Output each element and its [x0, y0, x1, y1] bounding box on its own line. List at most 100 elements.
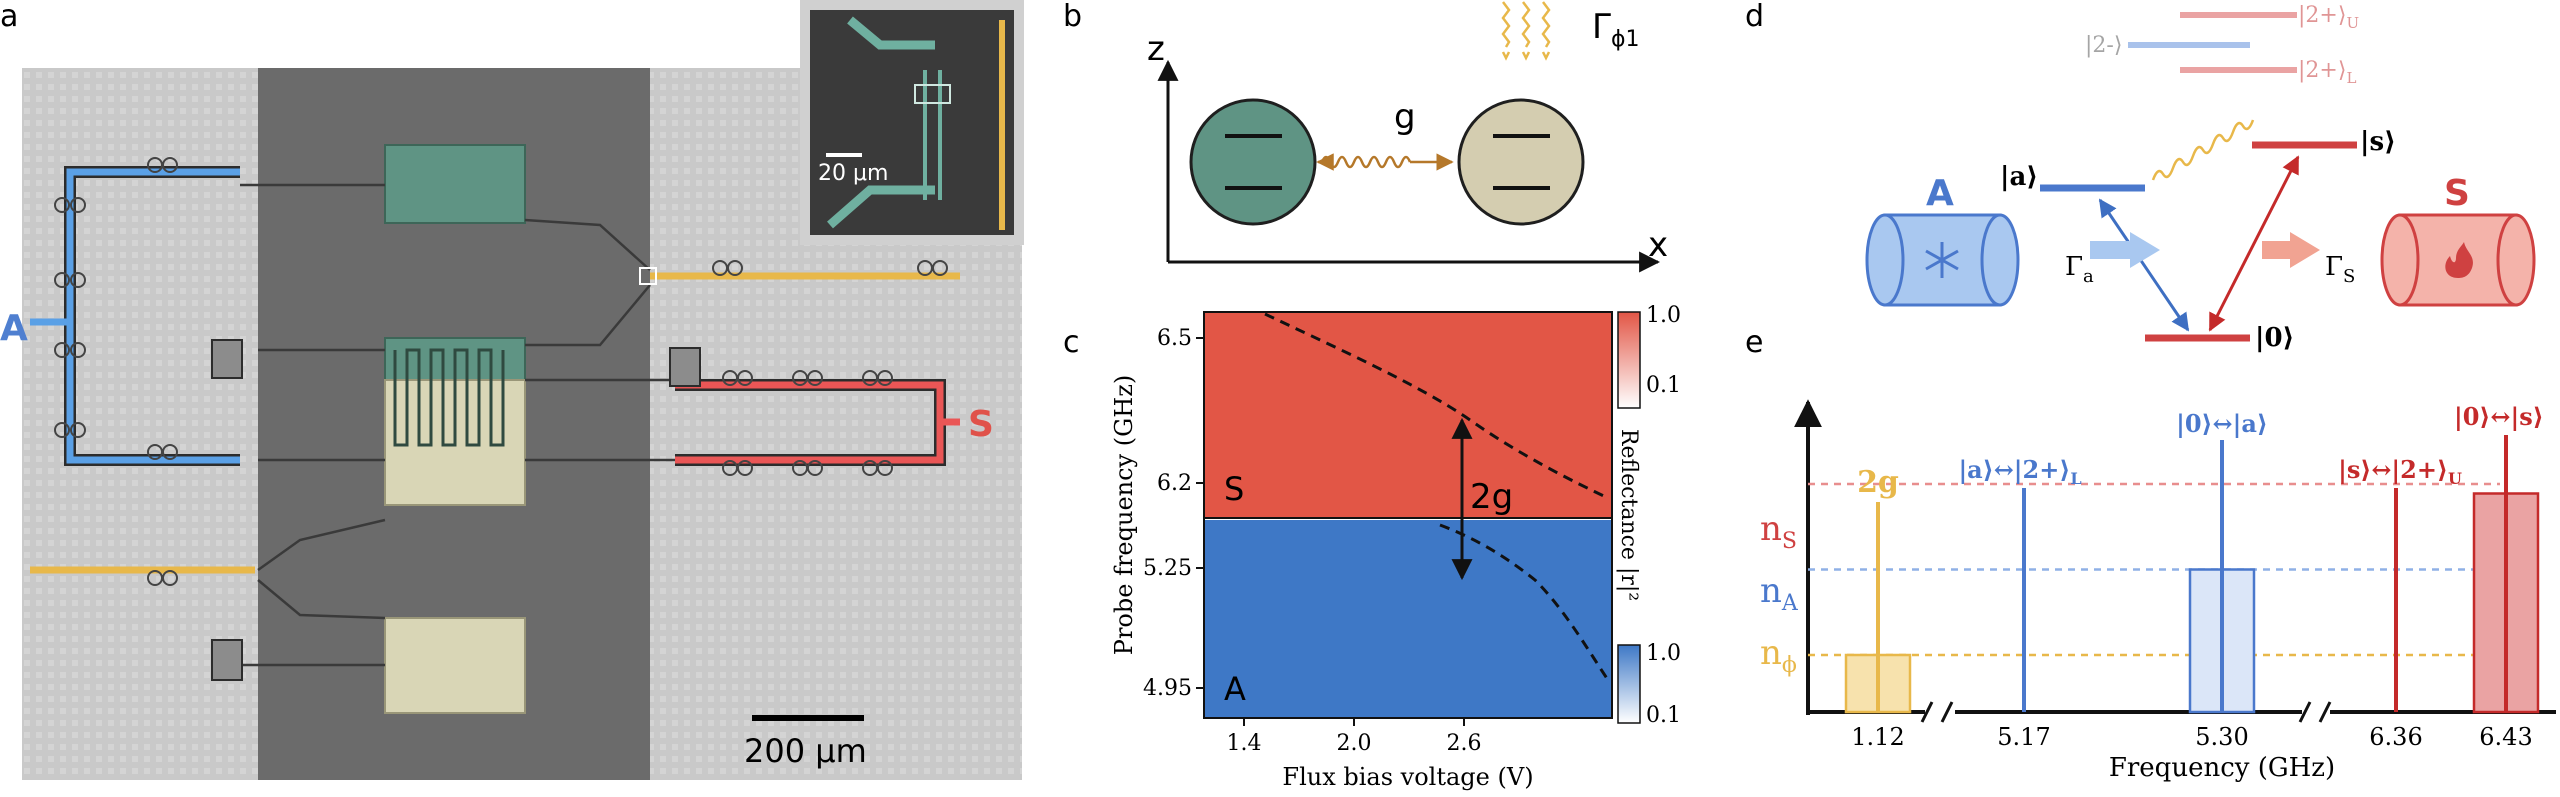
scale-bar-text: 200 μm [744, 732, 867, 770]
cbar-s-max: 1.0 [1646, 303, 1681, 328]
xtick-1.4: 1.4 [1227, 731, 1262, 756]
bath-label-s: S [2444, 173, 2470, 214]
mode-circle-a [1189, 98, 1317, 226]
peak-label-0-a: |0⟩↔|a⟩ [2176, 409, 2268, 438]
dispersion-curve-s [1264, 312, 1609, 500]
dispersion-curve-a [1439, 523, 1610, 681]
snowflake-icon [1925, 242, 1959, 278]
svg-text:Γϕ1: Γϕ1 [1592, 7, 1639, 52]
peak-label-0-s: |0⟩↔|s⟩ [2454, 402, 2544, 431]
bath-a: A [1865, 173, 2020, 307]
peak-label-a-2pL: |a⟩↔|2+⟩ [1958, 455, 2070, 484]
label-2plus-L: |2+⟩ [2298, 58, 2346, 83]
dephasing-wavy-icon [1501, 1, 1551, 61]
pad-top [384, 144, 526, 224]
peak-label-a-2pL-sub: L [2070, 469, 2081, 488]
ytick-6.2: 6.2 [1157, 471, 1192, 496]
panel-label-d: d [1745, 0, 1764, 34]
ylabel-nS-sub: S [1782, 529, 1797, 554]
svg-text:|s⟩↔|2+⟩U: |s⟩↔|2+⟩U [2338, 455, 2462, 488]
e-xtick-5.17: 5.17 [1997, 723, 2050, 751]
gamma-s: Γ [2325, 252, 2343, 282]
panel-e: e nS nA nϕ 2g |a⟩↔|2+⟩L |0⟩↔|a⟩ |s⟩↔|2+⟩… [1745, 325, 2556, 783]
e-xtick-6.43: 6.43 [2479, 723, 2532, 751]
e-xtick-5.30: 5.30 [2195, 723, 2248, 751]
panel-a: a [0, 0, 1024, 780]
region-label-a: A [1224, 670, 1246, 708]
mode-label-a: A [0, 308, 28, 349]
svg-text:Γa: Γa [2065, 252, 2094, 287]
flame-icon [2445, 242, 2473, 278]
junction-marker [639, 267, 657, 285]
ylabel-nS: n [1760, 509, 1782, 549]
label-s: |s⟩ [2360, 127, 2396, 157]
interdigitated-capacitor [393, 348, 505, 447]
airbridges [54, 157, 948, 586]
gamma-s-sub: S [2343, 266, 2355, 287]
e-xtick-1.12: 1.12 [1851, 723, 1904, 751]
bond-pads [211, 339, 701, 681]
panel-d: d |2+⟩U |2-⟩ |2+⟩L |a⟩ |s⟩ |0⟩ Γa ΓS A [1745, 0, 2536, 353]
label-2plus-U: |2+⟩ [2298, 3, 2346, 28]
ytick-4.95: 4.95 [1143, 676, 1192, 701]
c-ylabel: Probe frequency (GHz) [1110, 375, 1138, 655]
heatmap-s [1204, 312, 1612, 517]
panel-b: b z x g Γϕ1 [1063, 0, 1668, 273]
ylabel-nA: n [1760, 571, 1782, 611]
colorbar-a [1617, 644, 1641, 724]
inset-zoom: 20 μm [800, 0, 1024, 245]
splitting-label: 2g [1470, 477, 1513, 517]
region-label-s: S [1224, 470, 1244, 508]
cbar-a-min: 0.1 [1646, 703, 1681, 728]
label-0: |0⟩ [2255, 323, 2294, 353]
plot-frame [1203, 311, 1613, 719]
levels-s [1493, 134, 1550, 190]
pad-bottom [384, 617, 526, 714]
ylabel-nphi-sub: ϕ [1782, 653, 1797, 678]
ylabel-nphi: n [1760, 633, 1782, 673]
decay-arrow-a [2090, 232, 2160, 268]
ylabel-nA-sub: A [1781, 591, 1799, 616]
svg-text:|a⟩↔|2+⟩L: |a⟩↔|2+⟩L [1958, 455, 2081, 488]
label-2plus-L-sub: L [2346, 69, 2356, 87]
wiring [240, 183, 675, 667]
svg-text:|2+⟩L: |2+⟩L [2298, 58, 2356, 87]
peak-label-s-2pU-sub: U [2448, 469, 2462, 488]
panel-label-c: c [1063, 325, 1080, 360]
xtick-2.6: 2.6 [1447, 731, 1482, 756]
ytick-6.5: 6.5 [1157, 326, 1192, 351]
axis-z-label: z [1147, 29, 1165, 69]
levels-a [1225, 134, 1282, 190]
panel-label-a: a [0, 0, 18, 34]
ytick-5.25: 5.25 [1143, 556, 1192, 581]
gamma-a: Γ [2065, 252, 2083, 282]
axis-x-label: x [1648, 225, 1668, 265]
cbar-label: Reflectance |r|² [1616, 429, 1641, 601]
xtick-2.0: 2.0 [1337, 731, 1372, 756]
inset-scale-text: 20 μm [818, 161, 888, 186]
cbar-s-min: 0.1 [1646, 373, 1681, 398]
gamma-a-sub: a [2083, 266, 2094, 287]
dephasing-sub: ϕ1 [1611, 27, 1640, 52]
label-2plus-U-sub: U [2346, 14, 2359, 32]
transition-0-s [2208, 155, 2300, 332]
cbar-a-max: 1.0 [1646, 641, 1681, 666]
swap-wavy-icon [2151, 119, 2255, 181]
mode-circle-s [1457, 98, 1585, 226]
svg-text:nA: nA [1760, 571, 1799, 616]
label-a: |a⟩ [2000, 162, 2038, 192]
panel-c: c 2g S A 6.5 6.2 5.25 4.95 Probe frequen… [1063, 303, 1681, 791]
spectrum-chart [1794, 399, 2556, 723]
svg-text:ΓS: ΓS [2325, 252, 2355, 287]
svg-text:nϕ: nϕ [1760, 633, 1797, 678]
panel-label-e: e [1745, 325, 1763, 360]
e-xlabel: Frequency (GHz) [2109, 753, 2335, 783]
bath-s: S [2380, 173, 2536, 307]
coupling-wavy-icon [1316, 153, 1454, 171]
transition-0-a [2098, 198, 2190, 332]
svg-text:nS: nS [1760, 509, 1797, 554]
e-x-axis [1808, 701, 2556, 723]
decay-arrow-s [2262, 232, 2320, 268]
e-xtick-6.36: 6.36 [2369, 723, 2422, 751]
